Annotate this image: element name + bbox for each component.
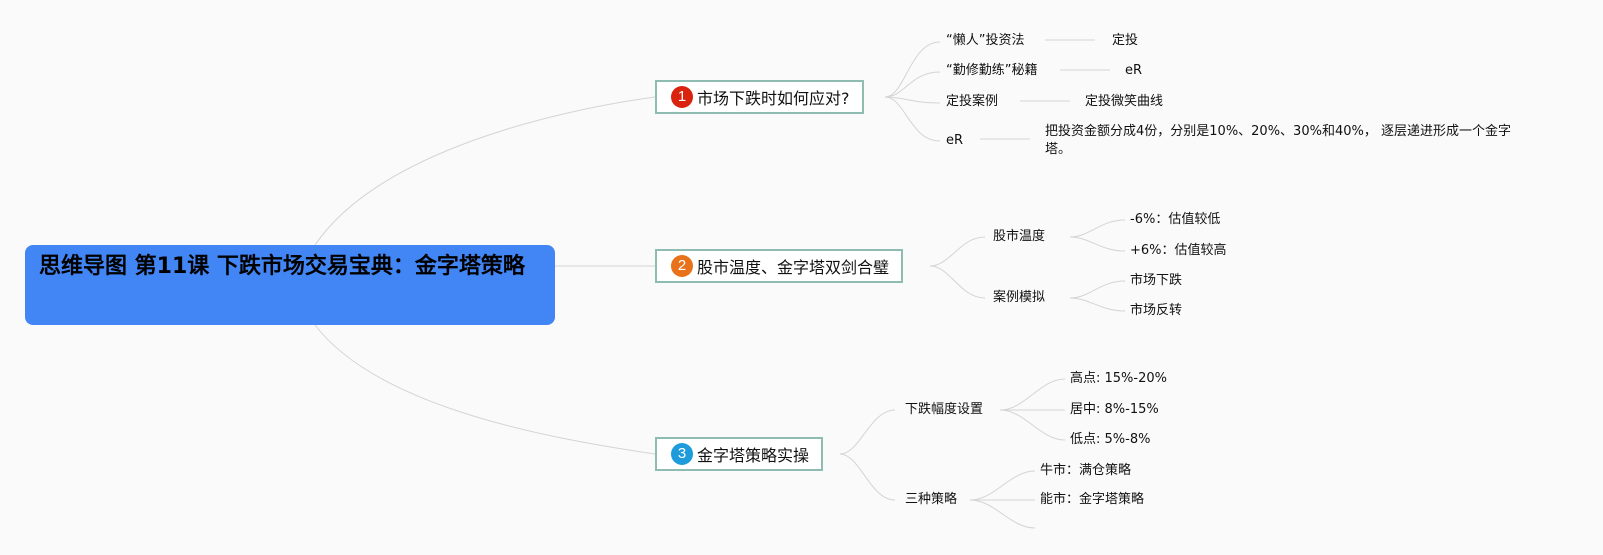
subtopic-dca[interactable]: 定投	[1112, 33, 1139, 48]
subtopic-decline-setting[interactable]: 下跌幅度设置	[905, 402, 984, 417]
branch-topic-2-label: 股市温度、金字塔双剑合璧	[697, 258, 890, 277]
connector-b3-c1	[839, 409, 896, 455]
root-topic[interactable]: 思维导图 第11课 下跌市场交易宝典：金字塔策略	[25, 245, 555, 325]
connector-b2-c1	[929, 236, 986, 267]
subtopic-case-simulation[interactable]: 案例模拟	[993, 290, 1046, 305]
subtopic-smile-curve[interactable]: 定投微笑曲线	[1085, 94, 1164, 109]
leaf-middle-point[interactable]: 居中: 8%-15%	[1070, 402, 1159, 417]
branch-topic-1[interactable]: 1 市场下跌时如何应对?	[655, 80, 864, 114]
leaf-market-decline[interactable]: 市场下跌	[1130, 273, 1183, 288]
connector-b2-c2-g1	[1069, 280, 1126, 299]
connector-b3-c1-g3	[999, 409, 1066, 441]
subtopic-three-strategies[interactable]: 三种策略	[905, 492, 958, 507]
leaf-high-valuation[interactable]: +6%：估值较高	[1130, 243, 1227, 258]
number-2-badge: 2	[671, 255, 693, 277]
subtopic-dca-case[interactable]: 定投案例	[946, 94, 999, 109]
leaf-market-reversal[interactable]: 市场反转	[1130, 303, 1183, 318]
number-3-badge: 3	[671, 443, 693, 465]
leaf-low-point[interactable]: 低点: 5%-8%	[1070, 432, 1151, 447]
connector-b3-c2-g1	[969, 470, 1036, 501]
connector-b3-c2	[839, 453, 896, 501]
leaf-bull-market[interactable]: 牛市：满仓策略	[1040, 463, 1132, 478]
subtopic-pyramid-description[interactable]: 把投资金额分成4份，分别是10%、20%、30%和40%， 逐层递进形成一个金字…	[1045, 124, 1511, 157]
leaf-bear-market[interactable]: 能市：金字塔策略	[1040, 492, 1145, 507]
connector-b3-c1-g1	[999, 378, 1066, 411]
connector-b2-c1-g1	[1069, 219, 1126, 238]
connector-b1-c1	[884, 41, 941, 98]
connector-b1-c2	[884, 71, 941, 98]
connector-b2-c1-g2	[1069, 236, 1126, 252]
connector-b2-c2-g2	[1069, 297, 1126, 312]
connector-b3-c2-g3	[969, 499, 1036, 529]
subtopic-practice-secret[interactable]: “勤修勤练”秘籍	[946, 63, 1038, 78]
branch-topic-1-label: 市场下跌时如何应对?	[697, 89, 850, 108]
subtopic-er-1[interactable]: eR	[1125, 63, 1143, 78]
subtopic-lazy-investing[interactable]: “懒人”投资法	[946, 33, 1025, 48]
connector-b2-c2	[929, 265, 986, 299]
branch-topic-3[interactable]: 3 金字塔策略实操	[655, 437, 824, 471]
connector-root-branch-1	[314, 96, 656, 246]
subtopic-er-2[interactable]: eR	[946, 133, 964, 148]
leaf-low-valuation[interactable]: -6%：估值较低	[1130, 212, 1221, 227]
connector-root-branch-3	[314, 324, 656, 455]
leaf-high-point[interactable]: 高点: 15%-20%	[1070, 371, 1167, 386]
number-1-badge: 1	[671, 86, 693, 108]
connector-b1-c3	[884, 96, 941, 104]
branch-topic-2[interactable]: 2 股市温度、金字塔双剑合璧	[655, 249, 904, 283]
subtopic-market-temperature[interactable]: 股市温度	[993, 229, 1046, 244]
connector-b1-c4	[884, 96, 941, 142]
branch-topic-3-label: 金字塔策略实操	[697, 446, 810, 465]
